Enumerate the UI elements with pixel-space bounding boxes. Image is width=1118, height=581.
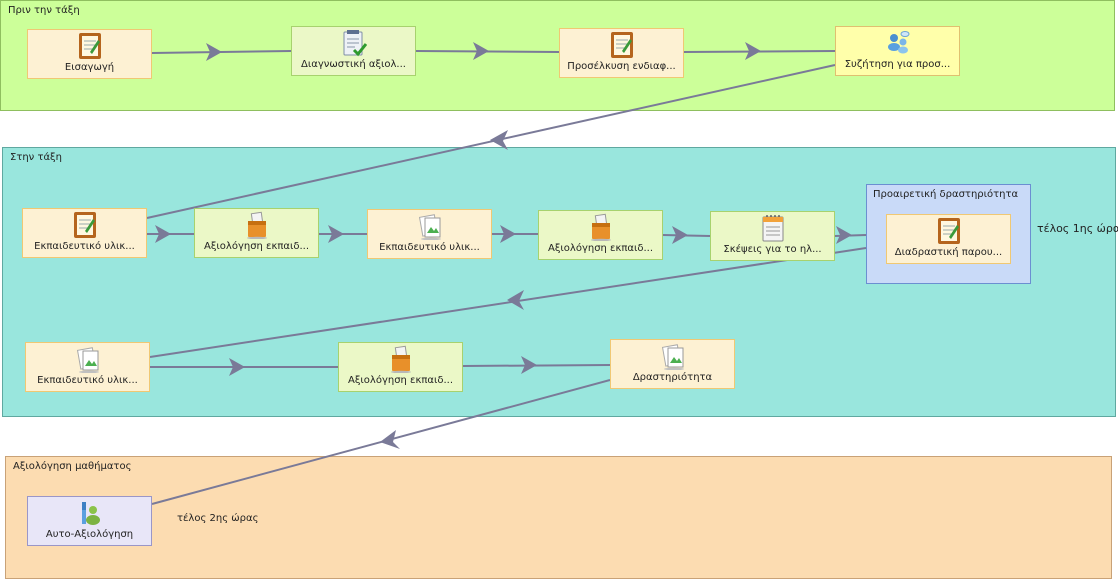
image-pages-icon: [418, 214, 441, 240]
node-label: Διαδραστική παρου...: [894, 247, 1003, 258]
checklist-icon: [343, 30, 367, 57]
image-pages-icon: [76, 347, 99, 373]
ballot-box-icon: [590, 213, 611, 241]
node-label: Προσέλκυση ενδιαφ...: [567, 61, 676, 72]
user-chart-icon: [81, 502, 100, 525]
node-label: Διαγνωστική αξιολ...: [301, 59, 406, 70]
end-first-hour-note: τέλος 1ης ώρας: [1037, 222, 1118, 235]
node-thoughts[interactable]: Σκέψεις για το ηλ...: [710, 211, 835, 261]
node-label: Δραστηριότητα: [632, 372, 713, 383]
node-label: Εκπαιδευτικό υλικ...: [34, 241, 135, 252]
lane-title: Στην τάξη: [10, 152, 62, 163]
ballot-box-icon: [390, 345, 411, 373]
node-label: Σκέψεις για το ηλ...: [723, 244, 822, 255]
lane-lesson-evaluation: Αξιολόγηση μαθήματος: [5, 456, 1112, 579]
node-educational-material-2[interactable]: Εκπαιδευτικό υλικ...: [367, 209, 492, 259]
group-title: Προαιρετική δραστηριότητα: [873, 189, 1019, 200]
notepad-icon: [73, 212, 96, 238]
node-discussion[interactable]: Συζήτηση για προσ...: [835, 26, 960, 76]
lane-title: Πριν την τάξη: [8, 5, 80, 16]
node-activity[interactable]: Δραστηριότητα: [610, 339, 735, 389]
node-label: Εκπαιδευτικό υλικ...: [379, 242, 480, 253]
node-label: Συζήτηση για προσ...: [844, 59, 951, 70]
node-label: Εκπαιδευτικό υλικ...: [37, 375, 138, 386]
people-icon: [887, 31, 909, 54]
node-self-assessment[interactable]: Αυτο-Αξιολόγηση: [27, 496, 152, 546]
node-label: Αξιολόγηση εκπαιδ...: [547, 243, 653, 254]
node-educational-material-1[interactable]: Εκπαιδευτικό υλικ...: [22, 208, 147, 258]
node-attract-interest[interactable]: Προσέλκυση ενδιαφ...: [559, 28, 684, 78]
image-pages-icon: [661, 344, 684, 370]
notepad-icon: [937, 218, 960, 244]
node-educational-material-3[interactable]: Εκπαιδευτικό υλικ...: [25, 342, 150, 392]
end-second-hour-note: τέλος 2ης ώρας: [177, 513, 259, 524]
notepad-icon: [610, 32, 633, 58]
notepad-icon: [78, 33, 101, 59]
node-interactive-presentation[interactable]: Διαδραστική παρου...: [886, 214, 1011, 264]
lane-title: Αξιολόγηση μαθήματος: [13, 461, 132, 472]
node-intro[interactable]: Εισαγωγή: [27, 29, 152, 79]
node-diagnostic-assessment[interactable]: Διαγνωστική αξιολ...: [291, 26, 416, 76]
node-assessment-1[interactable]: Αξιολόγηση εκπαιδ...: [194, 208, 319, 258]
node-label: Εισαγωγή: [64, 62, 115, 73]
node-label: Αξιολόγηση εκπαιδ...: [203, 241, 309, 252]
node-assessment-2[interactable]: Αξιολόγηση εκπαιδ...: [538, 210, 663, 260]
node-label: Αξιολόγηση εκπαιδ...: [347, 375, 453, 386]
arrowhead-icon: [380, 430, 400, 449]
ballot-box-icon: [246, 211, 267, 239]
node-label: Αυτο-Αξιολόγηση: [45, 529, 134, 540]
calendar-notebook-icon: [762, 215, 783, 242]
node-assessment-3[interactable]: Αξιολόγηση εκπαιδ...: [338, 342, 463, 392]
